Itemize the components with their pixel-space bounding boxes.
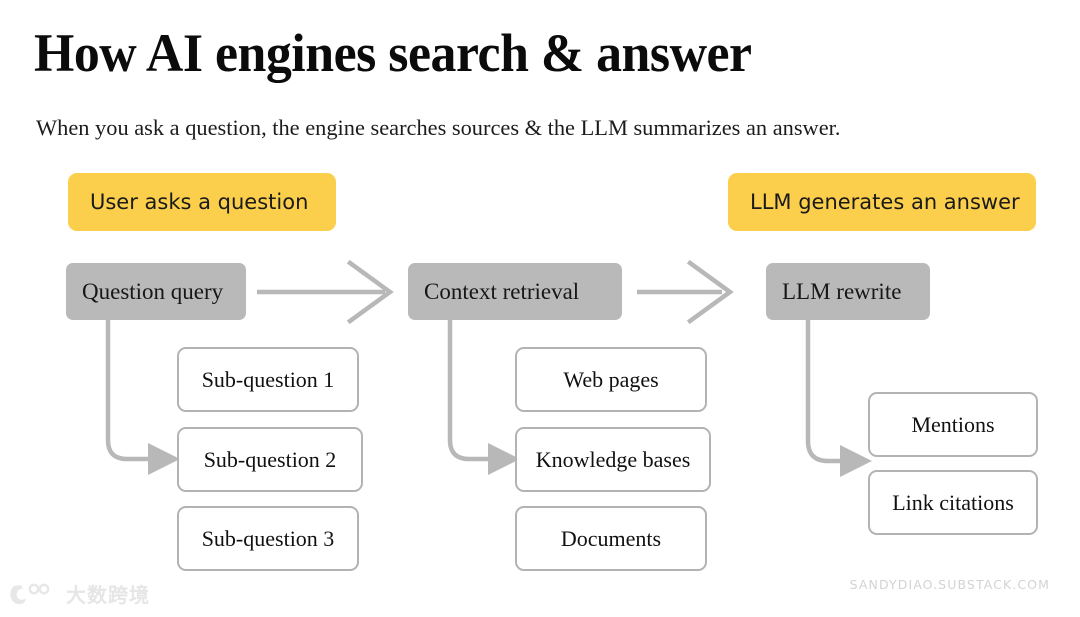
stage-box-llm-rewrite[interactable]: LLM rewrite [766, 263, 930, 320]
callout-user-asks-a-question[interactable]: User asks a question [68, 173, 336, 231]
stage-box-context-retrieval[interactable]: Context retrieval [408, 263, 622, 320]
callout-label: User asks a question [90, 190, 309, 214]
arrow-context-to-rewrite [637, 259, 734, 325]
arrow-question-to-context [257, 259, 394, 325]
watermark: 大数跨境 [8, 582, 150, 608]
leaf-box-knowledge-bases[interactable]: Knowledge bases [515, 427, 711, 492]
leaf-label: Knowledge bases [535, 446, 691, 472]
stage-label: LLM rewrite [782, 278, 902, 304]
leaf-box-sub-question-1[interactable]: Sub-question 1 [177, 347, 359, 412]
callout-llm-generates-an-answer[interactable]: LLM generates an answer [728, 173, 1036, 231]
elbow-rewrite-to-outputs [805, 317, 872, 477]
leaf-label: Sub-question 3 [201, 525, 335, 551]
footer-source-url: SANDYDIAO.SUBSTACK.COM [849, 577, 1050, 592]
watermark-logo-icon [10, 583, 50, 605]
stage-box-question-query[interactable]: Question query [66, 263, 246, 320]
leaf-label: Link citations [892, 489, 1014, 515]
watermark-text: 大数跨境 [66, 583, 150, 607]
leaf-box-link-citations[interactable]: Link citations [868, 470, 1038, 535]
leaf-box-mentions[interactable]: Mentions [868, 392, 1038, 457]
leaf-label: Sub-question 1 [201, 366, 335, 392]
leaf-label: Mentions [911, 411, 995, 437]
leaf-box-documents[interactable]: Documents [515, 506, 707, 571]
leaf-label: Documents [560, 525, 662, 551]
elbow-context-to-sources [447, 317, 520, 475]
stage-label: Context retrieval [424, 278, 580, 304]
page-title: How AI engines search & answer [34, 23, 752, 83]
leaf-label: Web pages [563, 366, 659, 392]
leaf-box-web-pages[interactable]: Web pages [515, 347, 707, 412]
stage-label: Question query [82, 278, 224, 304]
callout-label: LLM generates an answer [750, 190, 1020, 214]
elbow-question-to-subquestions [105, 317, 180, 475]
leaf-label: Sub-question 2 [203, 446, 337, 472]
leaf-box-sub-question-3[interactable]: Sub-question 3 [177, 506, 359, 571]
page-subtitle: When you ask a question, the engine sear… [36, 115, 841, 140]
leaf-box-sub-question-2[interactable]: Sub-question 2 [177, 427, 363, 492]
